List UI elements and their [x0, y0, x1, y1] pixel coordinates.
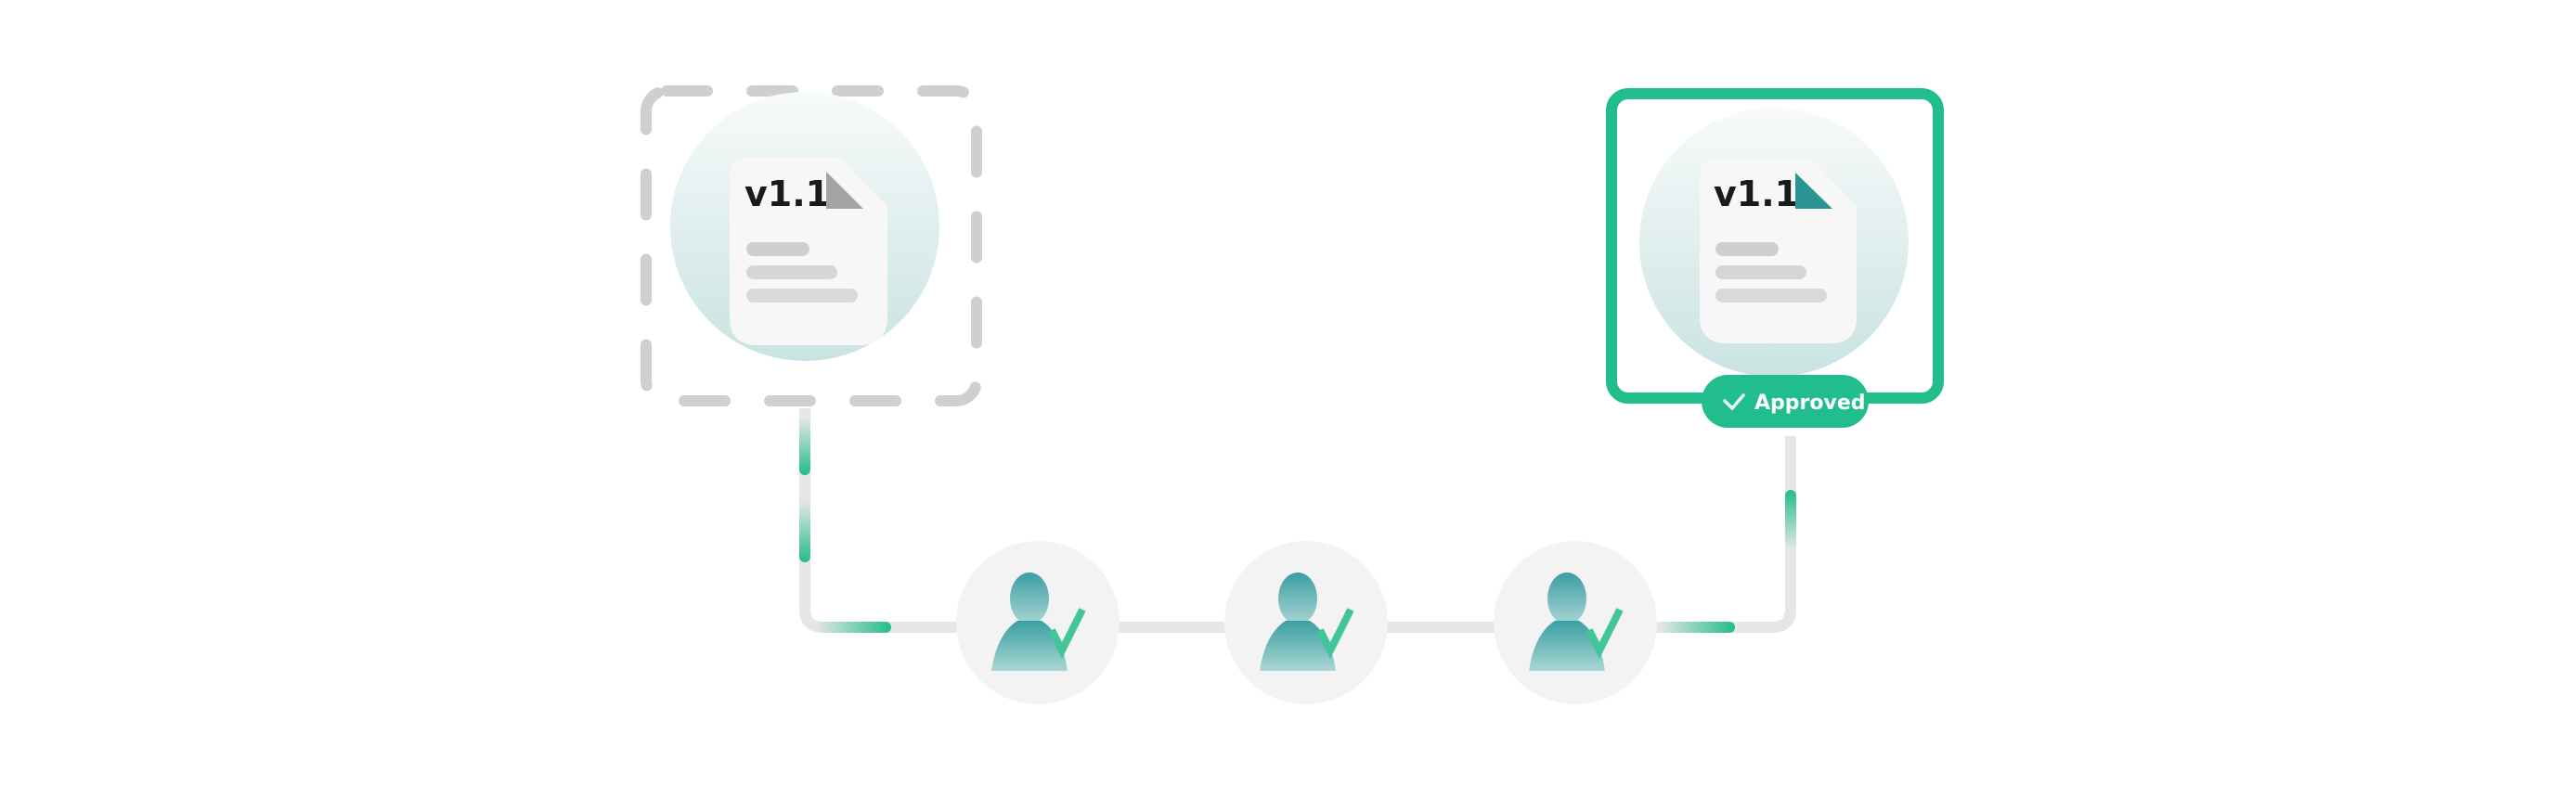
- text-line: [746, 265, 837, 279]
- user-check-icon: [1260, 573, 1354, 671]
- page-corner-icon: [826, 172, 863, 209]
- page-corner-icon: [1795, 173, 1832, 209]
- status-badge-label: Approved: [1754, 392, 1866, 415]
- connector-highlight: [1785, 490, 1796, 549]
- version-label: v1.1: [744, 174, 830, 214]
- text-line: [746, 289, 858, 302]
- user-check-icon: [991, 573, 1086, 671]
- status-badge: Approved: [1702, 375, 1869, 428]
- connector-highlight: [815, 622, 891, 633]
- check-icon: [1723, 393, 1745, 411]
- reviewer-node[interactable]: [1224, 541, 1388, 704]
- version-label: v1.1: [1714, 174, 1799, 214]
- reviewer-node[interactable]: [1494, 541, 1657, 704]
- connector-highlight: [799, 418, 810, 475]
- draft-document-node[interactable]: v1.1: [641, 85, 982, 406]
- dashed-frame: [641, 85, 982, 406]
- connector-highlight: [1659, 622, 1735, 633]
- reviewer-node[interactable]: [956, 541, 1120, 704]
- connector-highlight: [799, 501, 810, 562]
- text-line: [1715, 265, 1806, 279]
- approved-document-node[interactable]: v1.1 Approved: [1606, 88, 1944, 428]
- text-line: [1715, 242, 1779, 256]
- text-line: [1715, 289, 1827, 302]
- text-line: [746, 242, 809, 256]
- user-check-icon: [1529, 573, 1624, 671]
